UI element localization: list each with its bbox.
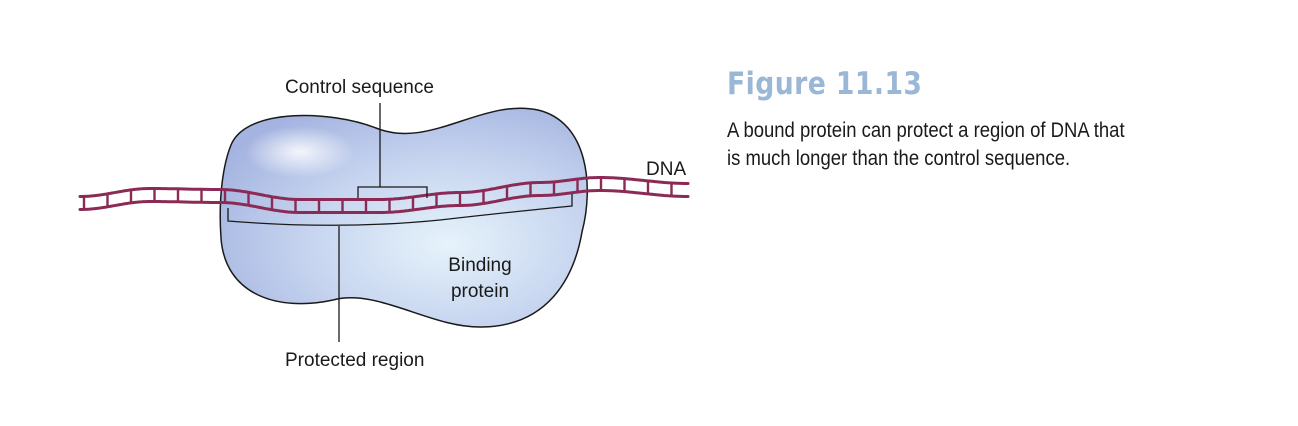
caption-line-2: is much longer than the control sequence… <box>727 147 1071 170</box>
caption-line-1: A bound protein can protect a region of … <box>727 119 1125 142</box>
control-sequence-marker <box>357 103 428 198</box>
control-sequence-label: Control sequence <box>285 77 434 98</box>
protected-region-bracket <box>227 194 573 342</box>
figure-title: Figure 11.13 <box>727 66 923 102</box>
dna-strand <box>78 176 690 214</box>
binding-protein <box>219 107 588 328</box>
binding-protein-label-line2: protein <box>451 281 509 302</box>
binding-protein-label-line1: Binding <box>448 255 511 276</box>
protected-region-label: Protected region <box>285 350 424 371</box>
dna-binding-diagram: Control sequence DNA Binding protein Pro… <box>78 77 690 371</box>
dna-label: DNA <box>646 159 686 180</box>
figure-caption: A bound protein can protect a region of … <box>727 117 1220 173</box>
